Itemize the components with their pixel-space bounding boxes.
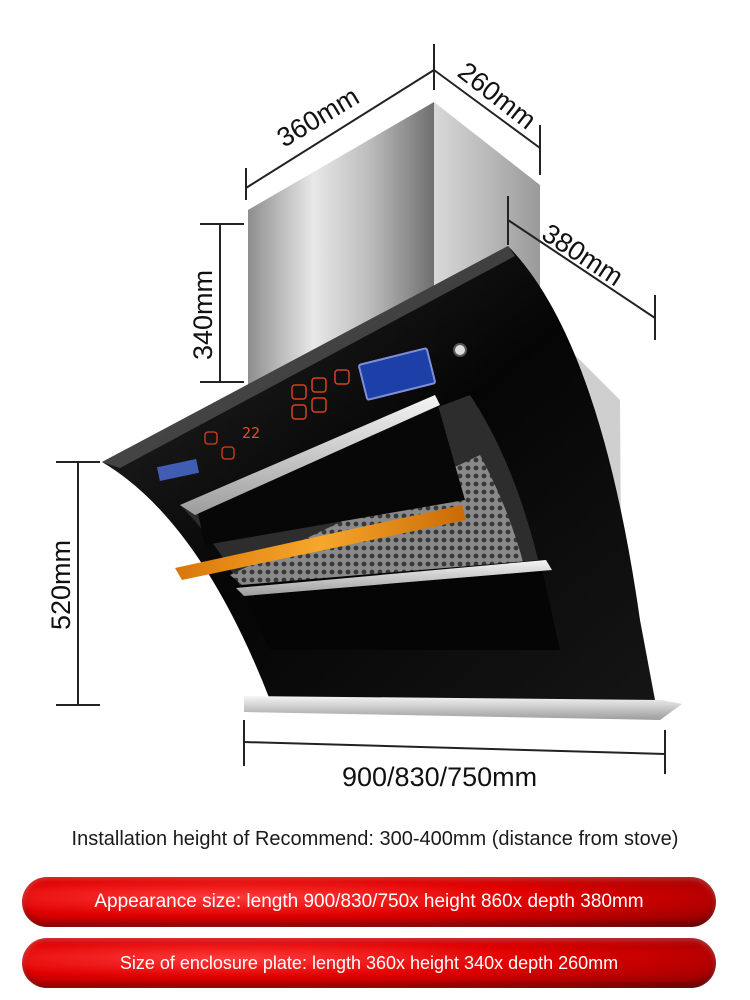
touch-button[interactable] — [291, 404, 307, 420]
digital-display: 22 — [242, 424, 260, 442]
appearance-size-banner: Appearance size: length 900/830/750x hei… — [22, 877, 716, 927]
upper-flap — [175, 395, 466, 580]
dim-label-depth-top: 260mm — [452, 56, 541, 135]
glass-reflection — [102, 246, 515, 468]
range-hood-diagram: 22 — [46, 44, 682, 792]
enclosure-size-banner: Size of enclosure plate: length 360x hei… — [22, 938, 716, 988]
lower-trim — [236, 560, 552, 596]
dim-label-length-bottom: 900/830/750mm — [342, 762, 537, 792]
blue-lcd-display — [358, 347, 436, 401]
upper-flap-trim — [180, 395, 440, 515]
hood-base-trim — [244, 696, 682, 720]
dim-label-height-chimney: 340mm — [188, 270, 218, 360]
small-lcd-display — [156, 458, 200, 482]
touch-button[interactable] — [204, 431, 218, 445]
touch-button[interactable] — [311, 377, 327, 393]
touch-button[interactable] — [291, 384, 307, 400]
control-panel: 22 — [156, 343, 467, 482]
dim-line-depth-top — [433, 69, 541, 149]
dim-label-depth-hood: 380mm — [537, 218, 629, 292]
installation-note: Installation height of Recommend: 300-40… — [71, 828, 679, 850]
dimension-lines — [56, 44, 666, 774]
dim-label-height-hood: 520mm — [46, 540, 76, 630]
orange-strip — [175, 505, 466, 580]
touch-button[interactable] — [221, 446, 235, 460]
touch-button[interactable] — [334, 369, 350, 385]
touch-button[interactable] — [311, 397, 327, 413]
chimney-side — [434, 102, 540, 300]
dim-line-depth-hood — [507, 219, 656, 319]
dim-line-length-bottom — [243, 741, 666, 755]
upper-flap-glass — [195, 395, 465, 545]
indicator-light — [453, 343, 467, 357]
dim-line-width-top — [245, 69, 435, 189]
